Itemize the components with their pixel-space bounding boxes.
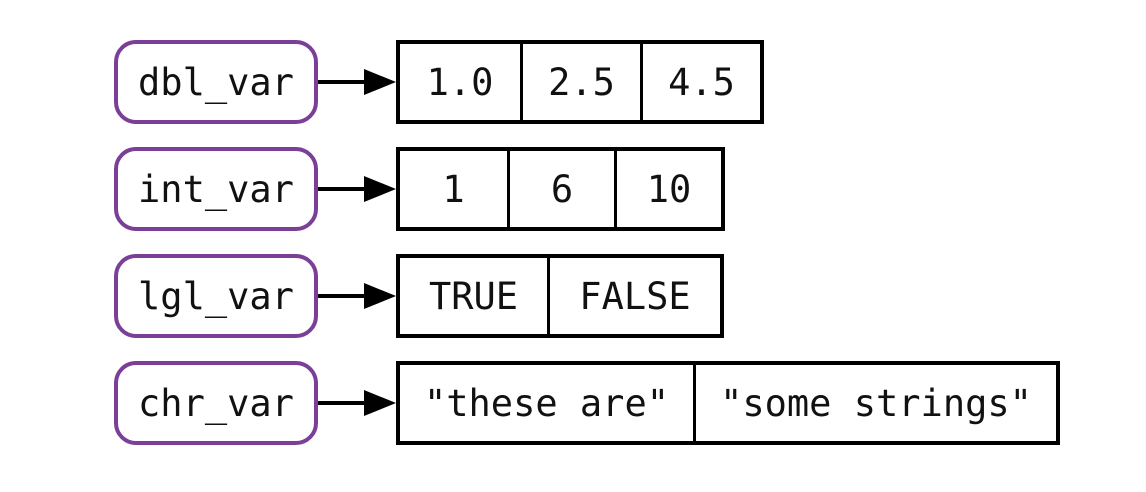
row-dbl-var: dbl_var 1.0 2.5 4.5 xyxy=(114,40,764,124)
arrow-icon xyxy=(318,254,396,338)
vector-cell: "some strings" xyxy=(693,365,1056,441)
vector-cell: 6 xyxy=(507,151,614,227)
vector-cell: 2.5 xyxy=(520,44,640,120)
vector-cell: 10 xyxy=(614,151,721,227)
arrow-icon xyxy=(318,147,396,231)
vector-box: TRUE FALSE xyxy=(396,254,724,338)
variable-name-label: lgl_var xyxy=(138,274,294,318)
variable-name-box: dbl_var xyxy=(114,40,318,124)
variable-name-label: dbl_var xyxy=(138,60,294,104)
vector-cell: 4.5 xyxy=(640,44,760,120)
row-int-var: int_var 1 6 10 xyxy=(114,147,725,231)
vector-box: 1.0 2.5 4.5 xyxy=(396,40,764,124)
vector-cell: 1 xyxy=(442,167,465,211)
vector-cell: FALSE xyxy=(547,258,720,334)
variable-name-box: int_var xyxy=(114,147,318,231)
arrow-icon xyxy=(318,40,396,124)
variable-name-box: chr_var xyxy=(114,361,318,445)
variable-name-label: int_var xyxy=(138,167,294,211)
vector-cell: "these are" xyxy=(423,381,670,425)
variable-name-label: chr_var xyxy=(138,381,294,425)
row-lgl-var: lgl_var TRUE FALSE xyxy=(114,254,724,338)
arrow-icon xyxy=(318,361,396,445)
vector-cell: 1.0 xyxy=(426,60,494,104)
variable-name-box: lgl_var xyxy=(114,254,318,338)
vector-box: "these are" "some strings" xyxy=(396,361,1060,445)
vector-cell: TRUE xyxy=(428,274,519,318)
row-chr-var: chr_var "these are" "some strings" xyxy=(114,361,1060,445)
vector-box: 1 6 10 xyxy=(396,147,725,231)
